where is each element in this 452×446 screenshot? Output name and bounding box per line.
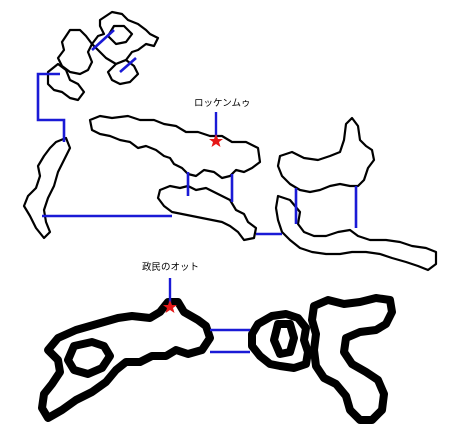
- cave-lower-east-inner: [270, 320, 298, 358]
- cave-room-left-mid: [56, 28, 94, 76]
- cave-east-lower: [274, 194, 438, 272]
- cave-lower-west-inner: [64, 338, 114, 378]
- marker-lower: 政民のオット: [142, 261, 199, 313]
- cave-lower-east-loop: [308, 294, 396, 424]
- red-star-icon: [209, 134, 223, 147]
- cave-upper-left: [46, 10, 160, 102]
- cave-central-west-corridor: [88, 114, 262, 180]
- connectors: [36, 29, 358, 354]
- connector-top-room: [91, 29, 115, 51]
- cave-room-top-right: [90, 10, 160, 66]
- connector-left-vertical: [36, 72, 66, 142]
- cave-left-passage: [22, 136, 72, 240]
- cave-east-hall: [276, 116, 376, 194]
- cave-central: [88, 114, 438, 272]
- cave-central-basin: [156, 184, 258, 242]
- cave-room-lower: [106, 58, 140, 86]
- red-star-icon: [163, 300, 177, 313]
- marker-upper: ロッケンムゥ: [194, 98, 251, 147]
- connector-top-room-lower: [119, 57, 137, 73]
- cave-lower: [38, 294, 396, 424]
- marker-upper-label: ロッケンムゥ: [194, 98, 251, 109]
- marker-lower-label: 政民のオット: [142, 261, 199, 273]
- cave-lower-west: [38, 298, 214, 422]
- cave-lower-east: [248, 310, 312, 372]
